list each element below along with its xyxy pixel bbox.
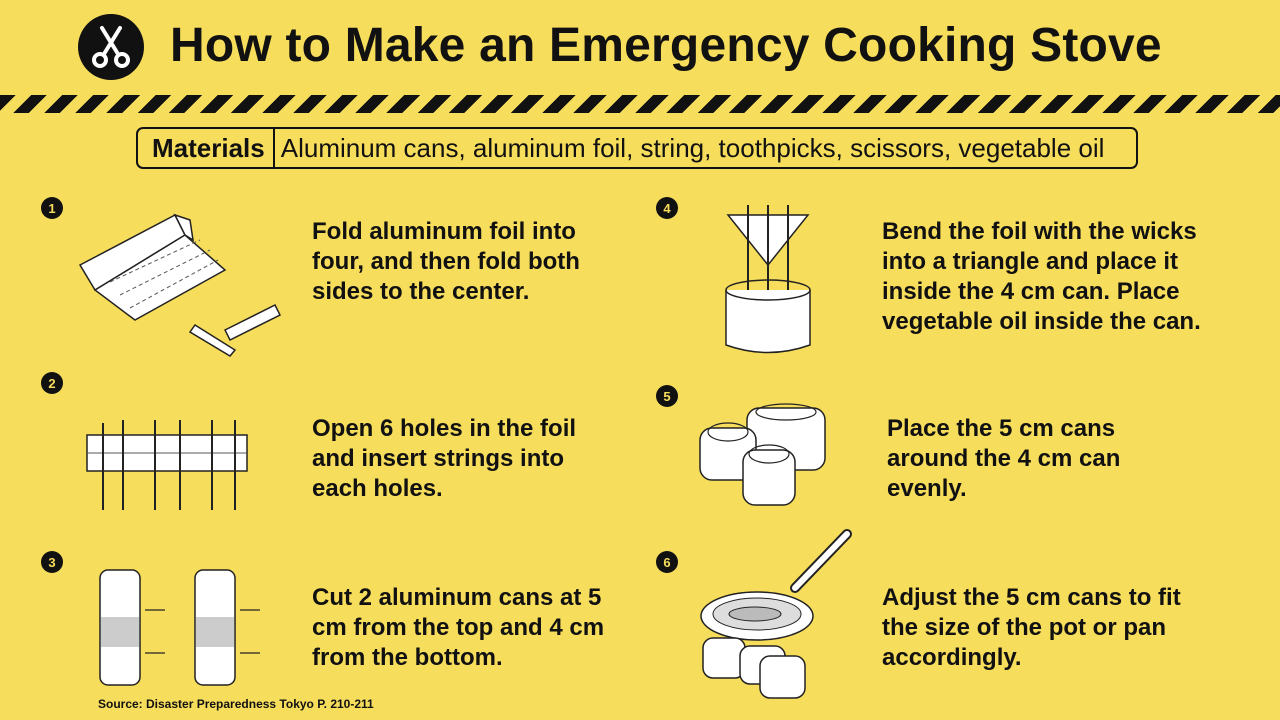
- folded-foil-illustration: [78, 213, 282, 357]
- step-1-number: 1: [41, 197, 63, 219]
- step-2-text: Open 6 holes in the foil and insert stri…: [312, 415, 577, 502]
- step-4-text: Bend the foil with the wicks into a tria…: [882, 218, 1201, 335]
- step-1-text: Fold aluminum foil into four, and then f…: [312, 218, 580, 305]
- wick-in-can-illustration: [725, 205, 811, 354]
- cut-cans-illustration: [99, 569, 260, 686]
- step-3-text: Cut 2 aluminum cans at 5 cm from the top…: [312, 584, 605, 671]
- page-title: How to Make an Emergency Cooking Stove: [170, 19, 1162, 72]
- materials-box: Materials Aluminum cans, aluminum foil, …: [136, 127, 1138, 169]
- scissors-logo-icon: [78, 14, 144, 80]
- step-5-text: Place the 5 cm cans around the 4 cm can …: [887, 415, 1121, 502]
- foil-with-strings-illustration: [86, 420, 248, 510]
- materials-label: Materials: [138, 129, 275, 167]
- source-citation: Source: Disaster Preparedness Tokyo P. 2…: [98, 697, 374, 711]
- materials-text: Aluminum cans, aluminum foil, string, to…: [280, 132, 1105, 163]
- step-4-number: 4: [656, 197, 678, 219]
- hazard-stripe-divider: [0, 95, 1280, 113]
- step-3-number: 3: [41, 551, 63, 573]
- step-6-text: Adjust the 5 cm cans to fit the size of …: [882, 584, 1181, 671]
- step-5-number: 5: [656, 385, 678, 407]
- step-2-number: 2: [41, 372, 63, 394]
- pan-on-stove-illustration: [700, 529, 852, 699]
- cans-around-can-illustration: [699, 403, 826, 506]
- step-6-number: 6: [656, 551, 678, 573]
